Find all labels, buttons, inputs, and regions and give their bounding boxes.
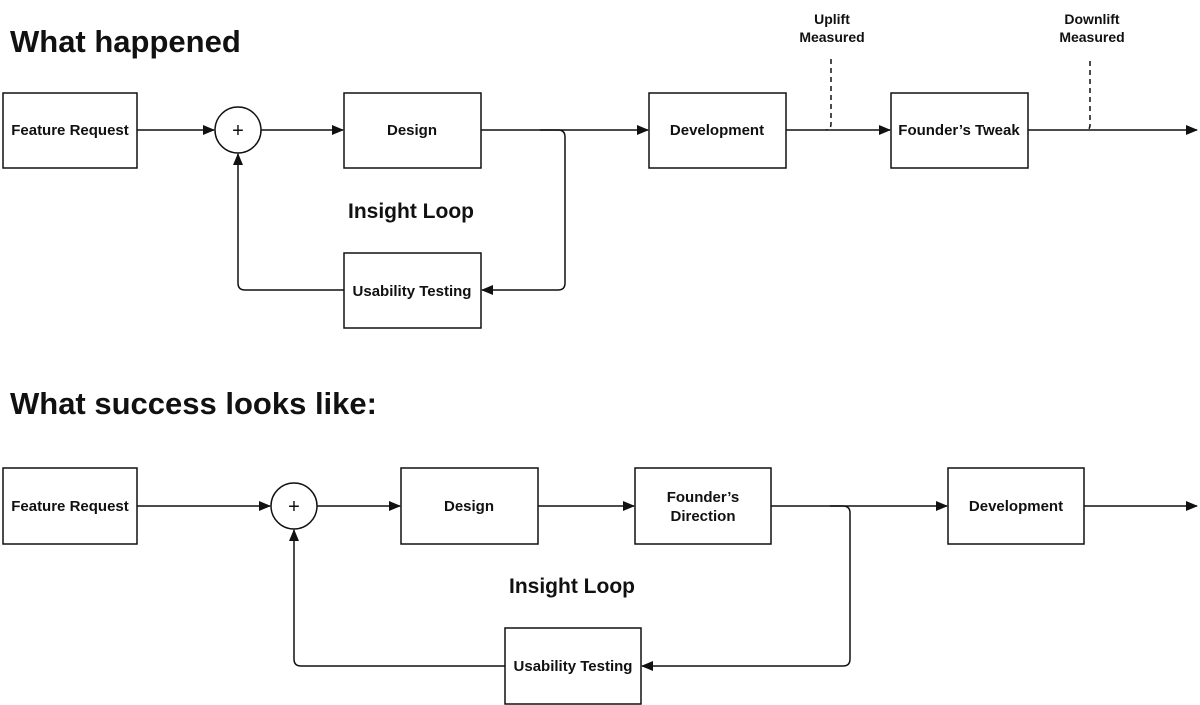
bottom-founders-direction-label-line1: Founder’s xyxy=(667,489,740,506)
uplift-label-line1: Uplift xyxy=(814,11,850,27)
top-sum-node: + xyxy=(214,106,262,154)
bottom-founders-direction-box: Founder’s Direction xyxy=(634,467,772,545)
top-design-box: Design xyxy=(343,92,482,169)
downlift-label-line1: Downlift xyxy=(1064,11,1120,27)
feedback-arrow xyxy=(233,153,344,291)
downlift-dashed-line xyxy=(1086,61,1091,131)
top-design-label: Design xyxy=(387,122,437,139)
section-title-success: What success looks like: xyxy=(10,386,377,421)
top-feature-request-label: Feature Request xyxy=(11,122,129,139)
top-insight-loop-label: Insight Loop xyxy=(348,200,474,223)
loop-arrow xyxy=(641,505,851,671)
bottom-founders-direction-label-line2: Direction xyxy=(670,508,735,525)
plus-icon: + xyxy=(232,120,244,142)
bottom-feature-request-box: Feature Request xyxy=(2,467,138,545)
top-usability-testing-box: Usability Testing xyxy=(343,252,482,329)
downlift-label-line2: Measured xyxy=(1059,29,1124,45)
bottom-development-label: Development xyxy=(969,498,1063,515)
uplift-label-line2: Measured xyxy=(799,29,864,45)
bottom-design-label: Design xyxy=(444,498,494,515)
uplift-dashed-line xyxy=(825,59,832,131)
top-usability-testing-label: Usability Testing xyxy=(353,283,472,300)
top-development-box: Development xyxy=(648,92,787,169)
top-development-label: Development xyxy=(670,122,764,139)
bottom-design-box: Design xyxy=(400,467,539,545)
bottom-sum-node: + xyxy=(270,482,318,530)
top-founders-tweak-label: Founder’s Tweak xyxy=(898,122,1020,139)
bottom-insight-loop-label: Insight Loop xyxy=(509,575,635,598)
feedback-arrow xyxy=(289,529,505,667)
bottom-usability-testing-label: Usability Testing xyxy=(514,658,633,675)
bottom-development-box: Development xyxy=(947,467,1085,545)
section-title-what-happened: What happened xyxy=(10,24,241,59)
top-feature-request-box: Feature Request xyxy=(2,92,138,169)
bottom-usability-testing-box: Usability Testing xyxy=(504,627,642,705)
bottom-feature-request-label: Feature Request xyxy=(11,498,129,515)
loop-arrow xyxy=(481,129,566,295)
top-founders-tweak-box: Founder’s Tweak xyxy=(890,92,1029,169)
plus-icon: + xyxy=(288,496,300,518)
